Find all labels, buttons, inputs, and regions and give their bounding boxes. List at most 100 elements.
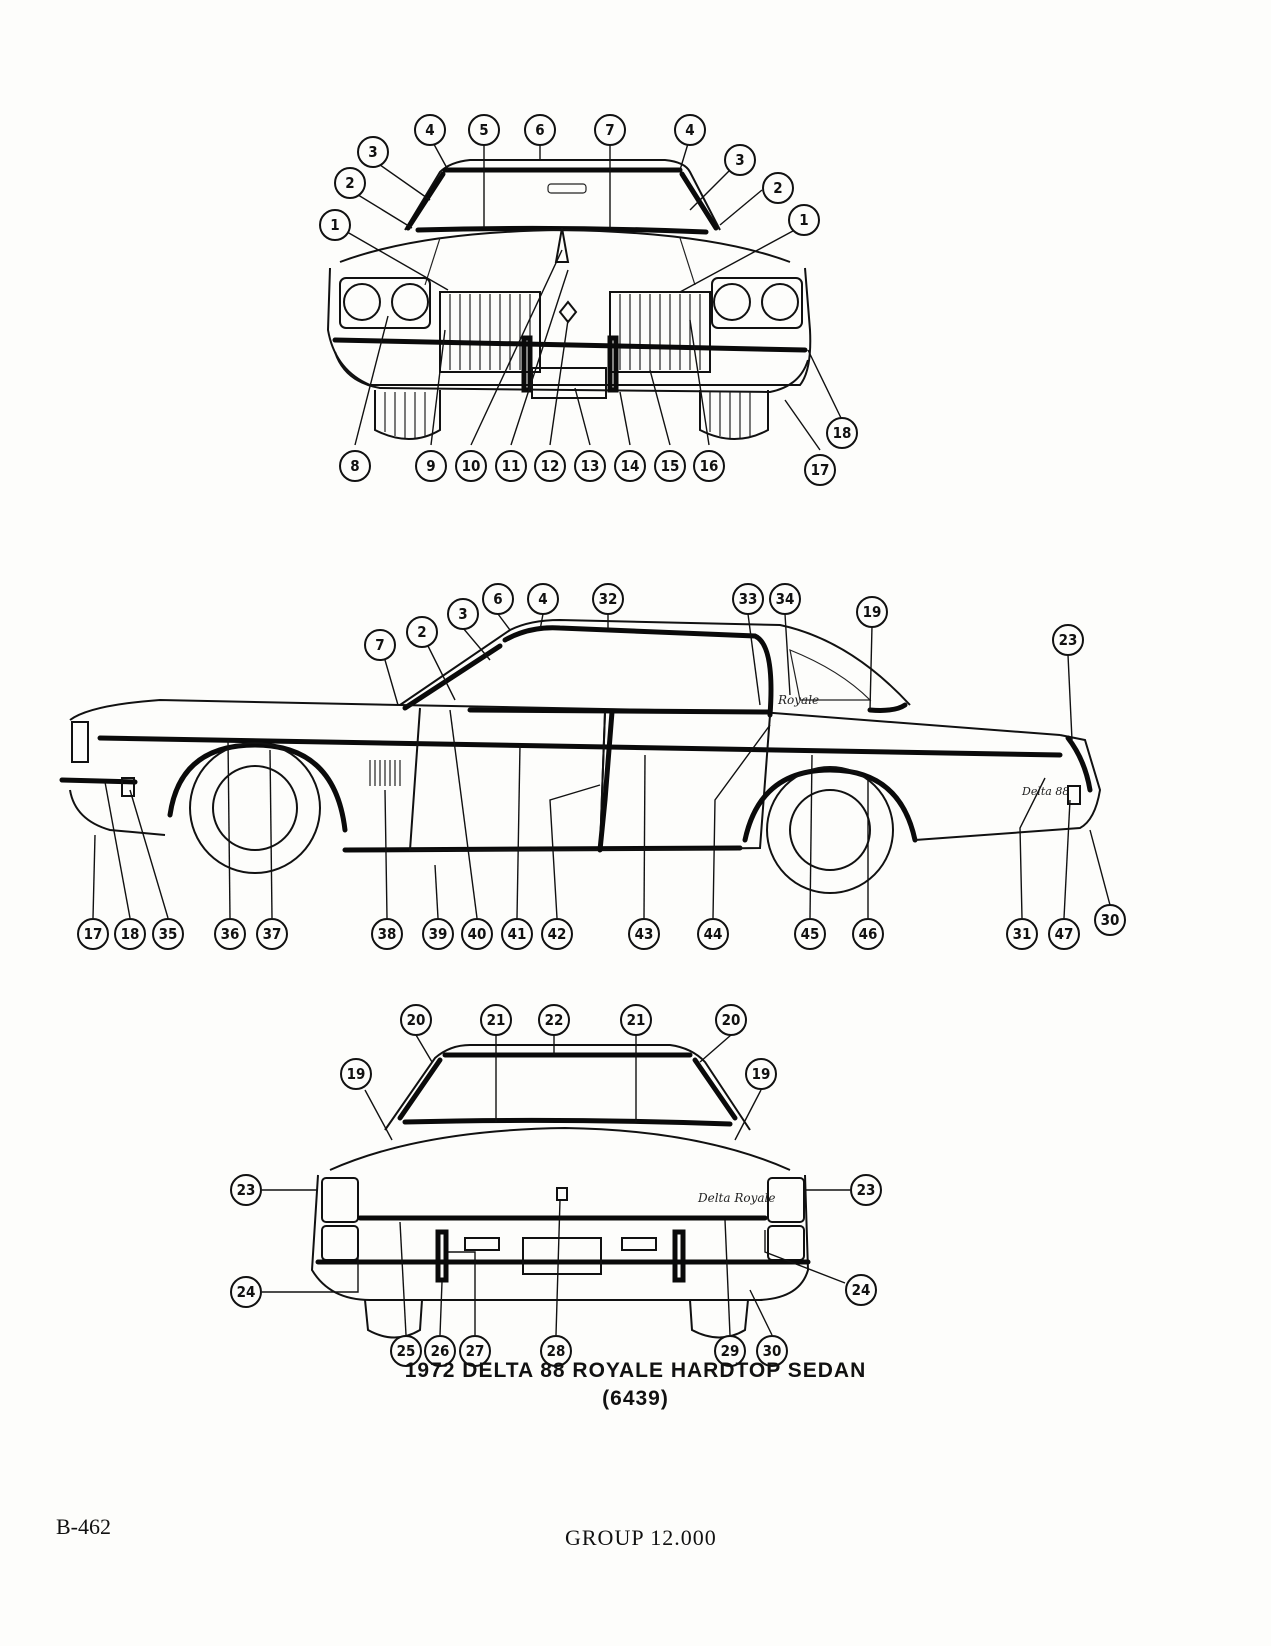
front-right-inner-headlamp	[713, 283, 751, 321]
svg-text:1: 1	[799, 211, 808, 229]
callout-side-44: 44	[697, 918, 729, 950]
callout-side-18: 18	[114, 918, 146, 950]
svg-text:18: 18	[833, 424, 852, 442]
side-front-wheel	[212, 765, 298, 851]
front-left-outer-headlamp	[343, 283, 381, 321]
callout-side-45: 45	[794, 918, 826, 950]
rear-left-tail-lamp-lower	[321, 1225, 359, 1261]
callout-rear-20-left: 20	[400, 1004, 432, 1036]
side-roof-drip-molding	[502, 625, 774, 718]
callout-rear-29: 29	[714, 1335, 746, 1367]
callout-rear-21-right: 21	[620, 1004, 652, 1036]
callout-side-30: 30	[1094, 904, 1126, 936]
rear-right-tire	[689, 1299, 749, 1339]
side-tail-lamp	[1065, 735, 1093, 793]
front-hood-line-right	[679, 237, 696, 286]
diagram-caption: 1972 DELTA 88 ROYALE HARDTOP SEDAN (6439…	[0, 1357, 1271, 1413]
svg-text:17: 17	[811, 461, 830, 479]
svg-text:24: 24	[237, 1283, 256, 1301]
svg-text:4: 4	[685, 121, 694, 139]
side-door-edge-molding	[597, 709, 615, 853]
front-right-bumper-guard	[607, 335, 619, 393]
callout-side-39: 39	[422, 918, 454, 950]
rear-right-tail-lamp-upper	[767, 1177, 805, 1223]
side-front-bumper	[59, 777, 138, 785]
callout-front-3-left: 3	[357, 136, 389, 168]
svg-text:30: 30	[1101, 911, 1120, 929]
group-number: GROUP 12.000	[565, 1525, 717, 1550]
callout-front-7: 7	[594, 114, 626, 146]
callout-side-3: 3	[447, 598, 479, 630]
rear-left-tail-lamp-upper	[321, 1177, 359, 1223]
svg-text:38: 38	[378, 925, 397, 943]
callout-rear-20-right: 20	[715, 1004, 747, 1036]
callout-side-42: 42	[541, 918, 573, 950]
callout-front-9: 9	[415, 450, 447, 482]
svg-text:35: 35	[159, 925, 178, 943]
callout-rear-25: 25	[390, 1335, 422, 1367]
svg-text:7: 7	[375, 636, 384, 654]
front-left-grille	[439, 291, 541, 373]
callout-rear-19-left: 19	[340, 1058, 372, 1090]
callout-front-8: 8	[339, 450, 371, 482]
rear-deck-lid-outline	[329, 1126, 791, 1171]
callout-side-47: 47	[1048, 918, 1080, 950]
side-front-tire	[189, 742, 321, 874]
svg-text:15: 15	[661, 457, 680, 475]
model-code: (6439)	[602, 1387, 669, 1410]
svg-text:20: 20	[722, 1011, 741, 1029]
svg-text:34: 34	[776, 590, 795, 608]
svg-text:39: 39	[429, 925, 448, 943]
svg-text:41: 41	[508, 925, 527, 943]
svg-text:21: 21	[487, 1011, 506, 1029]
front-right-grille	[609, 291, 711, 373]
callout-front-14: 14	[614, 450, 646, 482]
svg-text:16: 16	[700, 457, 719, 475]
svg-text:31: 31	[1013, 925, 1032, 943]
svg-text:24: 24	[852, 1281, 871, 1299]
front-bumper-bar	[332, 337, 808, 353]
side-rear-marker-lamp	[1067, 785, 1081, 805]
side-rear-window-reveal	[867, 702, 908, 713]
callout-rear-24-left: 24	[230, 1276, 262, 1308]
svg-text:32: 32	[599, 590, 618, 608]
svg-text:45: 45	[801, 925, 820, 943]
side-leader-lines	[92, 613, 1111, 919]
rear-right-bumper-guard	[672, 1229, 686, 1283]
rear-window-lower-molding	[402, 1117, 733, 1127]
svg-text:47: 47	[1055, 925, 1074, 943]
svg-text:14: 14	[621, 457, 640, 475]
svg-text:23: 23	[857, 1181, 876, 1199]
svg-text:9: 9	[426, 457, 435, 475]
svg-text:10: 10	[462, 457, 481, 475]
svg-text:33: 33	[739, 590, 758, 608]
rear-left-reflector	[464, 1237, 500, 1251]
side-rear-wheel-opening-molding	[742, 767, 918, 843]
rear-deck-emblem	[556, 1187, 568, 1201]
callout-front-10: 10	[455, 450, 487, 482]
svg-text:22: 22	[545, 1011, 564, 1029]
rear-window-right-molding	[692, 1057, 738, 1121]
svg-text:19: 19	[863, 603, 882, 621]
callout-front-1-right: 1	[788, 204, 820, 236]
svg-text:2: 2	[345, 174, 354, 192]
side-view: Royale Delta 88	[59, 583, 1126, 950]
svg-text:19: 19	[752, 1065, 771, 1083]
svg-text:4: 4	[538, 590, 547, 608]
rear-left-bumper-guard	[435, 1229, 449, 1283]
side-royale-script: Royale	[777, 693, 819, 707]
svg-text:36: 36	[221, 925, 240, 943]
svg-text:46: 46	[859, 925, 878, 943]
callout-side-35: 35	[152, 918, 184, 950]
front-left-inner-headlamp	[391, 283, 429, 321]
svg-text:44: 44	[704, 925, 723, 943]
callout-rear-28: 28	[540, 1335, 572, 1367]
side-body-side-molding	[97, 735, 1063, 758]
front-left-tire	[374, 390, 441, 440]
svg-text:20: 20	[407, 1011, 426, 1029]
callout-rear-30: 30	[756, 1335, 788, 1367]
rear-delta-royale-script: Delta Royale	[697, 1191, 775, 1205]
side-belt-molding	[467, 707, 773, 715]
callout-front-4-left: 4	[414, 114, 446, 146]
